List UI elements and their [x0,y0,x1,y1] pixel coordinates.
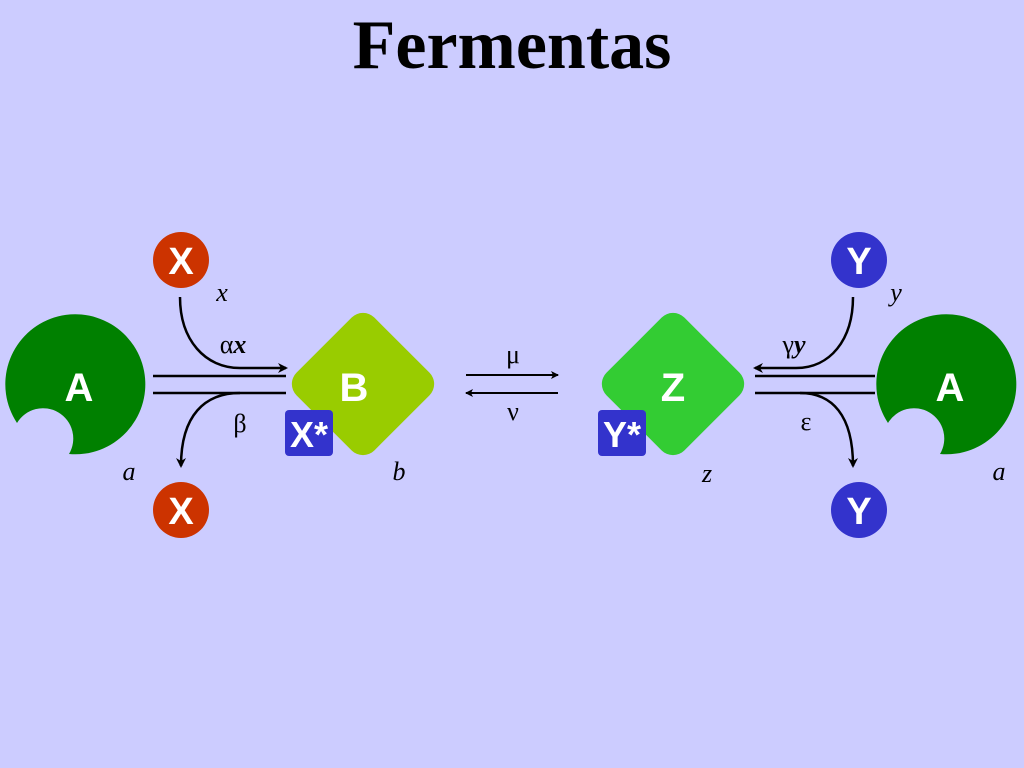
rate-nu: ν [507,397,519,426]
left-reaction-arrows [153,296,288,468]
rate-gamma-var: y [791,330,806,359]
rate-mu: μ [506,340,520,369]
rate-beta: β [233,409,246,438]
epsilon-arrow [799,391,858,468]
enzyme-a-right-label: A [936,366,965,410]
complex-b-label: B [340,366,369,410]
alpha-x-arrow [178,296,288,373]
conc-z: z [701,459,712,488]
enzyme-a-right-shape [876,314,1017,455]
middle-equilibrium-arrows [465,371,559,397]
bound-x-marker: X* [285,410,333,456]
rate-alpha-x: αx [220,330,247,359]
conc-y: y [887,278,902,307]
rate-alpha-symbol: α [220,330,234,359]
conc-b: b [393,457,406,486]
beta-arrow [176,391,241,468]
product-y-bottom: Y [831,482,887,538]
substrate-x-top-label: X [168,241,194,283]
substrate-x-bottom-label: X [168,491,194,533]
product-y-bottom-circle [831,482,887,538]
right-reaction-arrows [753,296,875,468]
bound-x-label: X* [290,414,328,455]
gamma-y-arrow [753,296,855,373]
enzyme-a-left-label: A [65,366,94,410]
product-y-top: Y [831,232,887,288]
product-y-top-label: Y [846,241,871,283]
rate-gamma-symbol: γ [781,330,794,359]
rate-epsilon: ε [801,407,812,436]
rate-alpha-var: x [232,330,246,359]
bound-x-box [285,410,333,456]
substrate-x-top: X [153,232,209,288]
bound-y-marker: Y* [598,410,646,456]
slide-title: Fermentas [352,7,672,84]
complex-z-label: Z [661,366,685,410]
bound-y-box [598,410,646,456]
conc-a-right: a [993,457,1006,486]
substrate-x-bottom: X [153,482,209,538]
bound-y-label: Y* [603,414,641,455]
substrate-x-top-circle [153,232,209,288]
rate-gamma-y: γy [781,330,806,359]
enzyme-a-right: A [876,314,1017,455]
enzyme-a-left-shape [5,314,146,455]
product-y-bottom-label: Y [846,491,871,533]
enzyme-a-left: A [5,314,146,455]
conc-x: x [215,278,228,307]
substrate-x-bottom-circle [153,482,209,538]
conc-a-left: a [123,457,136,486]
product-y-top-circle [831,232,887,288]
